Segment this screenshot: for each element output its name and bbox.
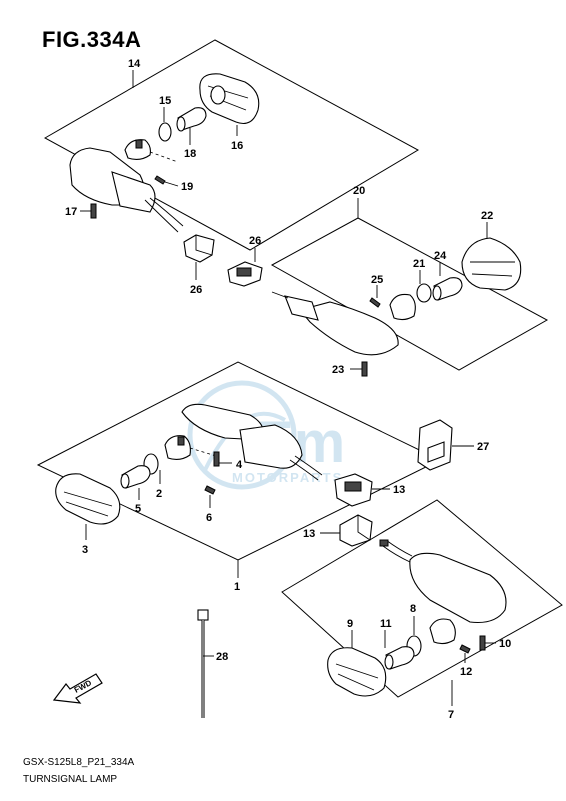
callout-11: 11 [380,618,392,630]
callout-9: 9 [347,618,353,630]
figure-title: FIG.334A [42,27,142,52]
bulb-11 [384,646,415,670]
callout-19: 19 [181,181,193,193]
screw-4 [213,451,220,467]
screw-19 [154,175,179,187]
clip-13a [334,473,373,507]
callout-27: 27 [477,441,489,453]
callout-16: 16 [231,140,243,152]
callout-26b: 26 [249,235,261,247]
fwd-arrow-icon: FWD [52,673,103,704]
callout-13a: 13 [393,484,405,496]
callout-7: 7 [448,709,454,721]
callout-20: 20 [353,185,365,197]
bulb-5 [120,465,151,489]
socket-20 [389,293,416,321]
socket-14 [124,139,151,161]
callout-5: 5 [135,503,141,515]
socket-1 [164,435,191,461]
screw-12 [459,644,471,654]
gasket-15 [158,122,172,142]
diagram-caption: TURNSIGNAL LAMP [23,774,118,785]
callout-2: 2 [156,488,162,500]
callout-23: 23 [332,364,344,376]
bulb-18 [176,107,207,132]
screw-25 [369,297,381,308]
callout-28: 28 [216,651,228,663]
callout-1: 1 [234,581,240,593]
housing-20 [271,291,399,356]
bulb-24 [432,277,463,301]
callout-6: 6 [206,512,212,524]
callout-17: 17 [65,206,77,218]
callout-14: 14 [128,58,141,70]
callout-4: 4 [236,459,243,471]
callout-24: 24 [434,250,447,262]
callout-18: 18 [184,148,196,160]
callout-15: 15 [159,95,171,107]
callout-25: 25 [371,274,383,286]
assembly-frame-20 [270,217,549,371]
screw-23 [361,361,368,377]
callout-22: 22 [481,210,493,222]
assembly-frame-7 [281,499,563,698]
housing-14 [69,147,184,233]
bracket-27 [417,419,453,471]
callout-26a: 26 [190,284,202,296]
callout-21: 21 [413,258,425,270]
callout-13b: 13 [303,528,315,540]
lens-3 [55,473,121,525]
drawing-code: GSX-S125L8_P21_334A [23,757,135,768]
screw-17 [80,203,97,219]
screw-10 [479,635,486,651]
lens-9 [327,647,387,697]
callout-3: 3 [82,544,88,556]
assembly-frame-14 [43,39,420,251]
clip-26b [227,261,263,287]
socket-7 [429,618,456,645]
callout-12: 12 [460,666,472,678]
gasket-21 [416,283,432,303]
screw-6 [204,485,216,495]
housing-1 [181,403,323,481]
lens-16 [199,73,260,125]
lens-22 [461,237,522,291]
watermark-subtext: MOTORPARTS [232,470,343,485]
callout-10: 10 [499,638,511,650]
callout-8: 8 [410,603,416,615]
clip-26a [183,234,215,263]
cable-tie-28 [197,609,209,718]
housing-7 [379,539,507,624]
